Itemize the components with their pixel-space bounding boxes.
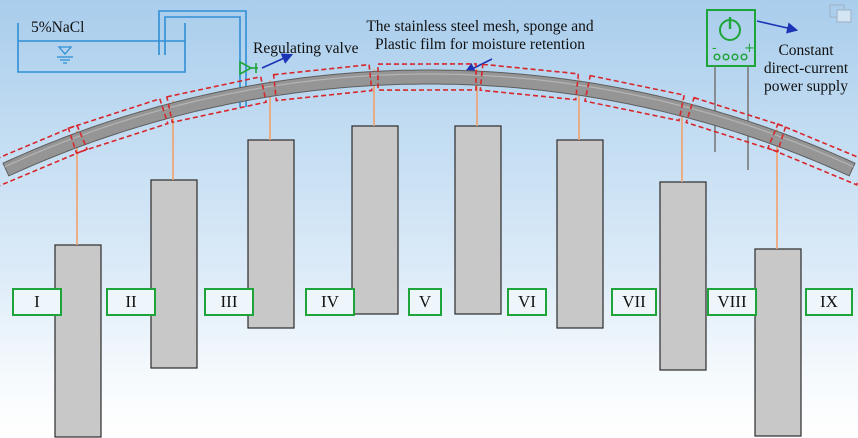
mesh-sponge-film-label: The stainless steel mesh, sponge and Pla… (330, 18, 630, 54)
power-supply-device: - + (706, 9, 756, 170)
power-label-line-2: direct-current (763, 60, 849, 77)
svg-text:+: + (744, 41, 755, 56)
regulating-valve-label: Regulating valve (253, 40, 359, 57)
pier-column (556, 139, 604, 329)
toolbar-corner-icon[interactable] (828, 2, 854, 24)
svg-text:-: - (712, 41, 717, 56)
nacl-label: 5%NaCl (31, 19, 85, 36)
pier-column (351, 125, 399, 315)
pier-label-v: V (408, 288, 442, 316)
pier-column (454, 125, 502, 315)
valve-icon (239, 60, 258, 76)
pier-label-i: I (12, 288, 62, 316)
nacl-tank (17, 23, 186, 73)
power-label-line-1: Constant (778, 42, 834, 59)
pier-column (754, 248, 802, 437)
water-level-icon (57, 46, 73, 64)
pier-column (54, 244, 102, 438)
power-supply-label: Constant direct-current power supply (754, 42, 858, 96)
pier-column (150, 179, 198, 369)
arrow-power (756, 20, 799, 34)
pier-label-vii: VII (611, 288, 657, 316)
power-label-line-3: power supply (764, 78, 848, 95)
pier-column (247, 139, 295, 329)
arch-mesh-layer (4, 73, 854, 168)
piers (54, 125, 802, 438)
arch-ring (2, 69, 856, 177)
tank-outline (17, 23, 186, 73)
power-supply-box (706, 9, 756, 67)
mesh-label-line-2: Plastic film for moisture retention (374, 36, 586, 53)
pier-column (659, 181, 707, 371)
arrow-valve (261, 53, 294, 69)
segment-box-ix (766, 122, 858, 186)
pier-label-iii: III (204, 288, 254, 316)
pier-label-ix: IX (805, 288, 853, 316)
power-supply-knobs (713, 53, 748, 61)
pier-label-vi: VI (507, 288, 547, 316)
pier-label-viii: VIII (707, 288, 757, 316)
pier-label-ii: II (106, 288, 156, 316)
arrow-mesh (463, 58, 493, 74)
mesh-label-line-1: The stainless steel mesh, sponge and (366, 18, 594, 35)
pier-label-iv: IV (305, 288, 355, 316)
segment-box-v (377, 63, 477, 91)
